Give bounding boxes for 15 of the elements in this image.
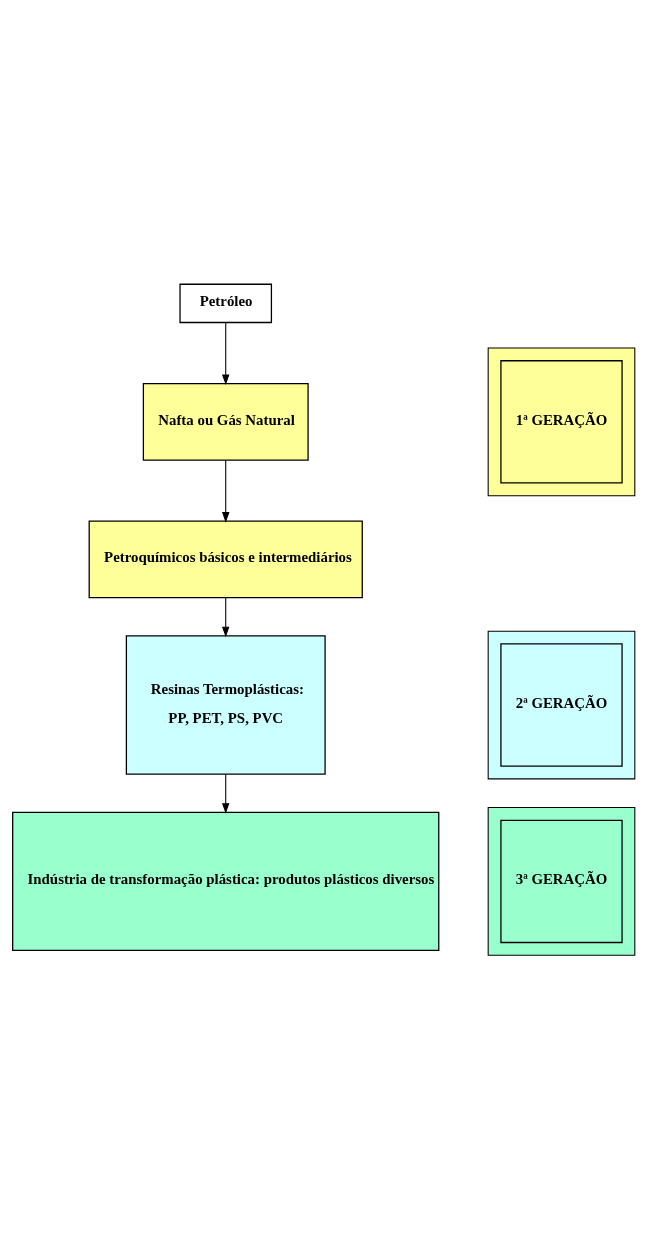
node-box: Nafta ou Gás Natural — [142, 382, 309, 461]
cluster — [487, 630, 636, 780]
node-box: Resinas Termoplásticas: PP, PET, PS, PVC — [125, 635, 326, 775]
node-box: Indústria de transformação plástica: produtos plásticos diversos — [12, 811, 440, 952]
node-box: 1ª GERAÇÃO — [500, 360, 623, 484]
arrow — [222, 773, 230, 814]
node-box: Petróleo — [179, 283, 273, 324]
node-box: 2ª GERAÇÃO — [500, 643, 623, 767]
cluster — [487, 347, 636, 497]
arrow — [222, 597, 230, 638]
cluster — [487, 807, 636, 956]
node-box: 3ª GERAÇÃO — [500, 819, 623, 944]
node-box: Petroquímicos básicos e intermediários — [88, 520, 363, 599]
arrow — [222, 322, 230, 386]
arrow — [222, 459, 230, 523]
